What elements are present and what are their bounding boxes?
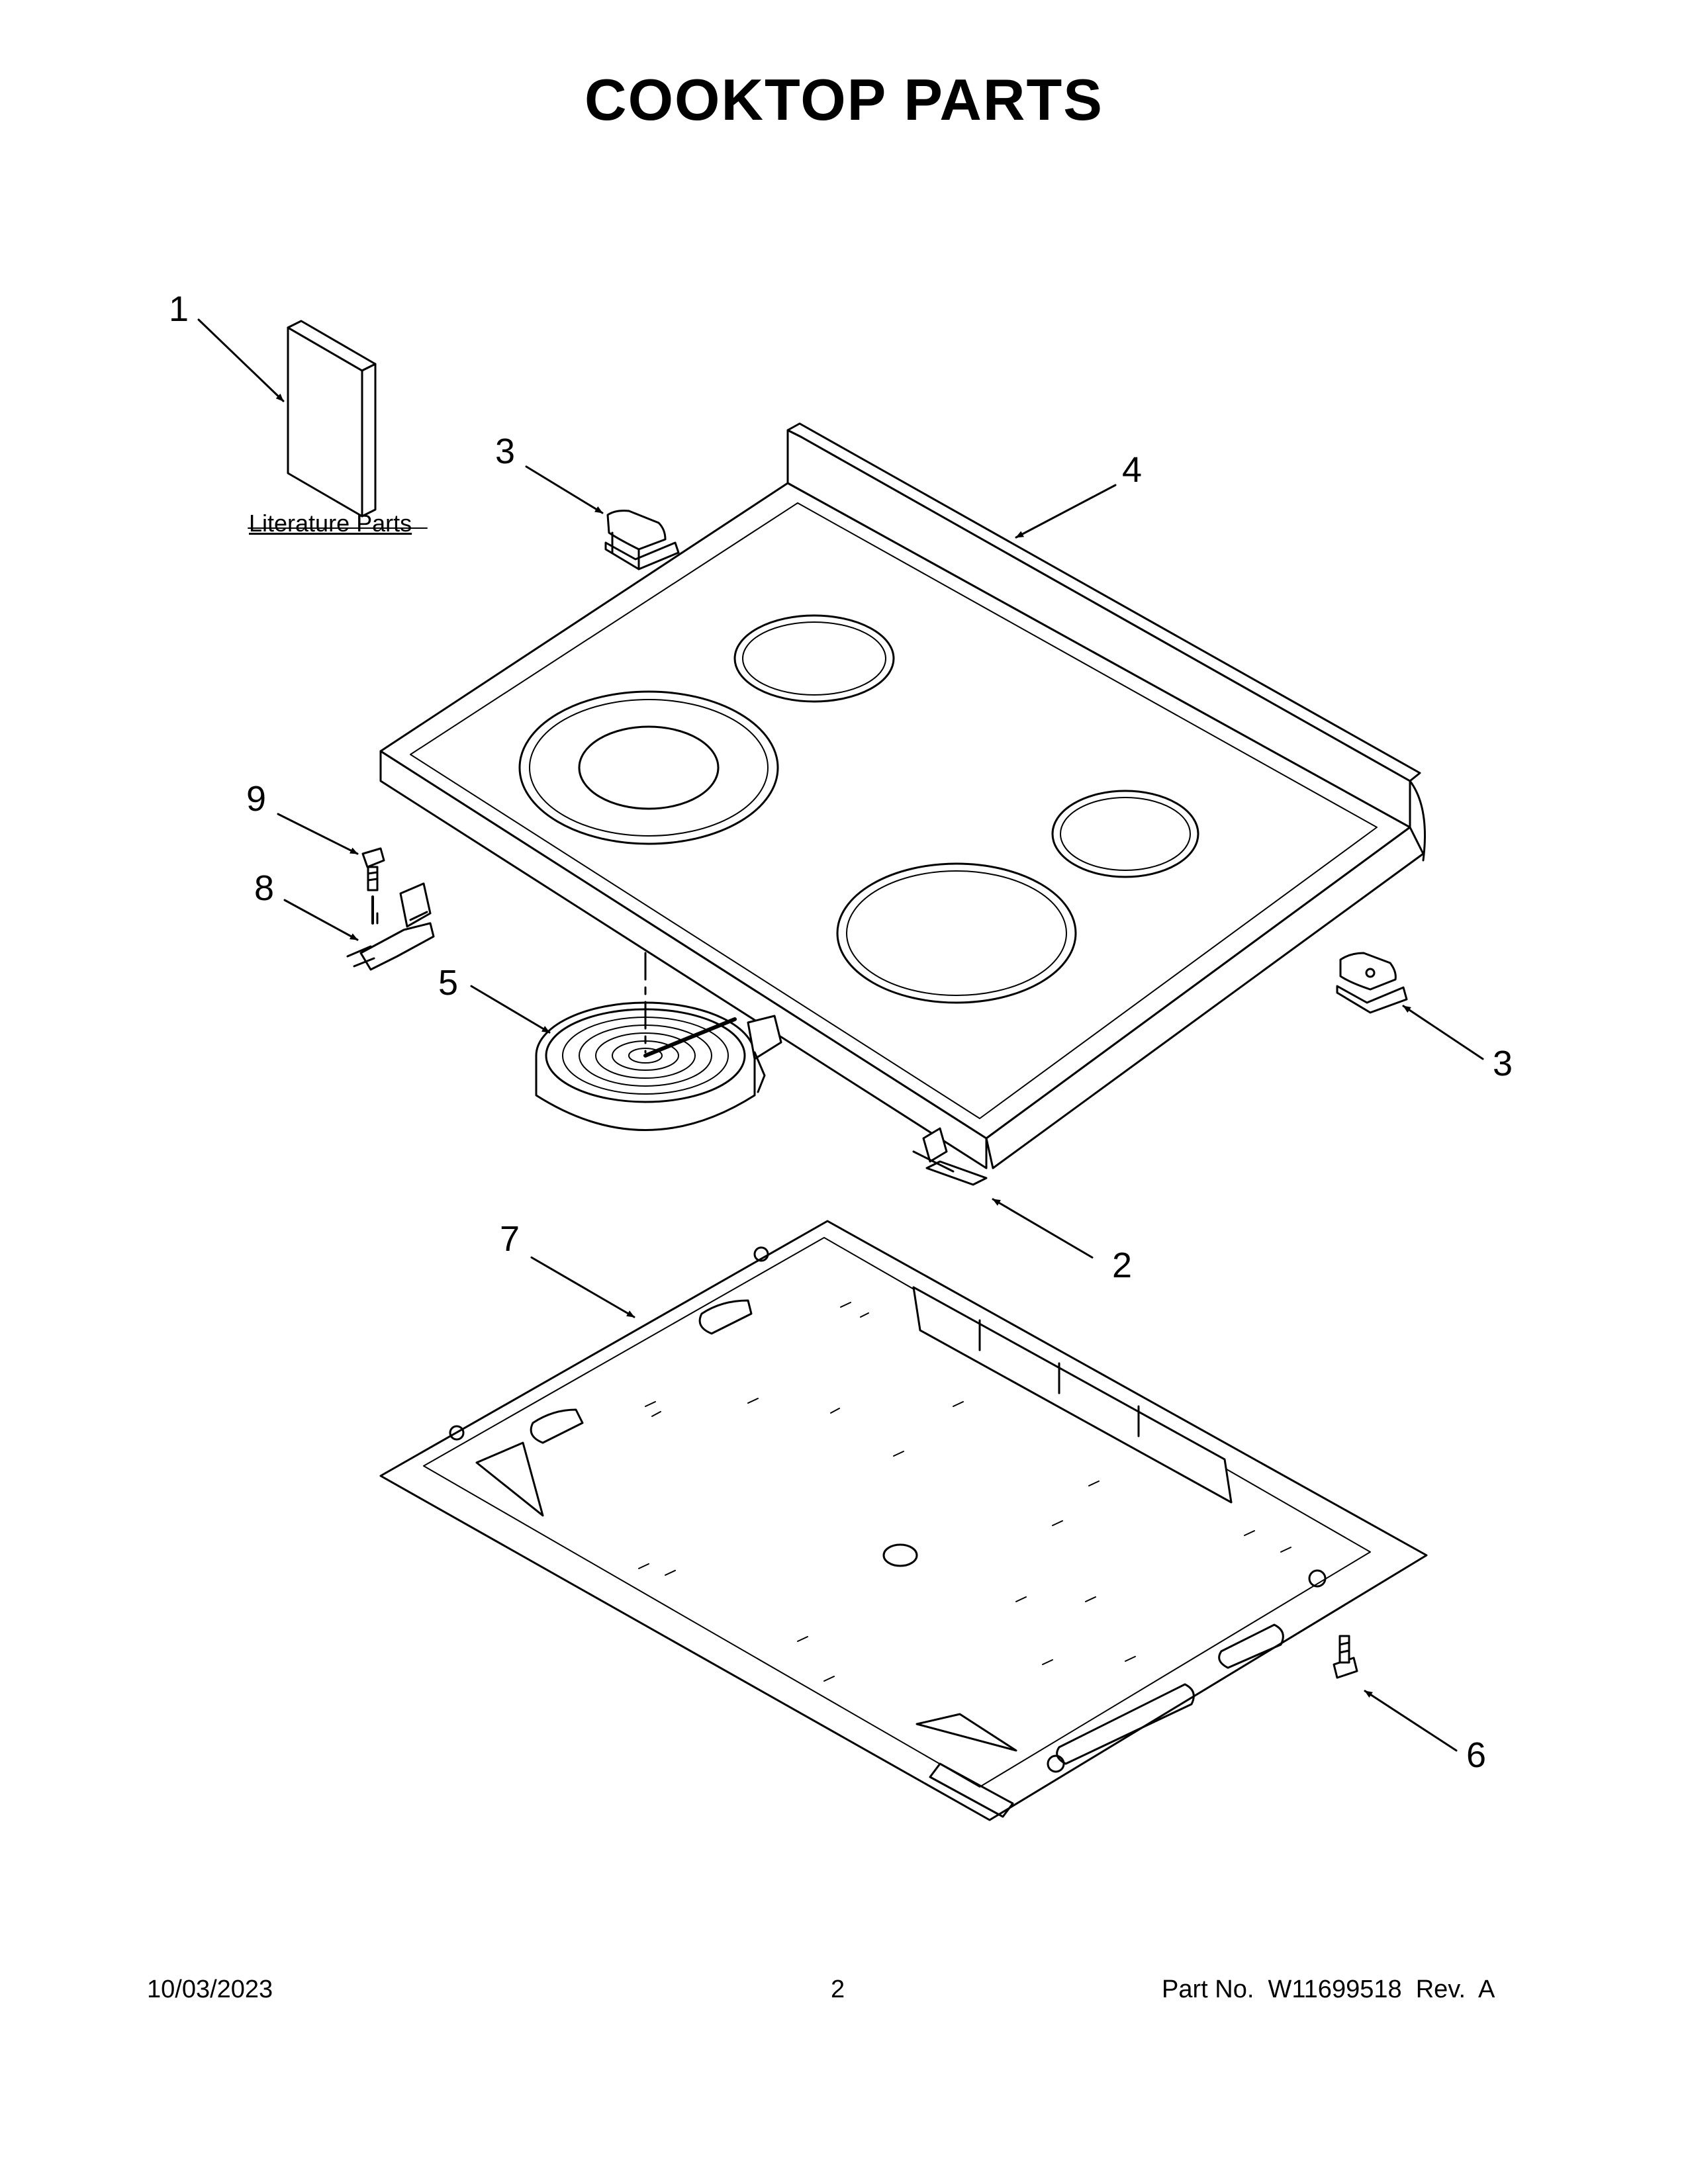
screw-top (361, 847, 385, 925)
leader-4 (1015, 484, 1117, 539)
callout-2: 2 (1112, 1246, 1133, 1285)
literature-parts-label: Literature Parts (249, 510, 412, 537)
footer-page-number: 2 (831, 1976, 845, 2003)
callout-3-left: 3 (495, 432, 516, 471)
terminal-bracket (346, 882, 435, 971)
hinge-bracket-right (1336, 952, 1408, 1014)
callout-7: 7 (500, 1219, 520, 1259)
leader-1 (197, 318, 285, 402)
leader-6 (1364, 1690, 1458, 1752)
burner-box (379, 1220, 1428, 1821)
footer-date: 10/03/2023 (147, 1976, 273, 2003)
callout-4: 4 (1122, 450, 1143, 490)
leader-3b (1402, 1005, 1484, 1060)
callout-1: 1 (169, 289, 189, 329)
leader-5 (470, 985, 551, 1034)
callout-3-right: 3 (1493, 1044, 1513, 1083)
leader-7 (530, 1256, 635, 1318)
cooktop-main-top (379, 422, 1426, 1169)
page-title: COOKTOP PARTS (585, 67, 1103, 132)
screw-bottom (1333, 1635, 1358, 1679)
cooktop-clip (912, 1127, 988, 1186)
callout-8: 8 (254, 868, 275, 908)
leader-3a (525, 465, 604, 514)
surface-element (535, 952, 782, 1131)
leader-8 (283, 899, 359, 941)
hinge-bracket-left (604, 510, 680, 570)
callout-6: 6 (1466, 1735, 1487, 1775)
leader-2 (992, 1198, 1094, 1259)
callout-9: 9 (246, 779, 267, 819)
callout-5: 5 (438, 963, 459, 1003)
leader-9 (277, 813, 359, 855)
literature-booklet (248, 320, 428, 529)
footer-part-number: Part No. W11699518 Rev. A (1162, 1976, 1495, 2003)
